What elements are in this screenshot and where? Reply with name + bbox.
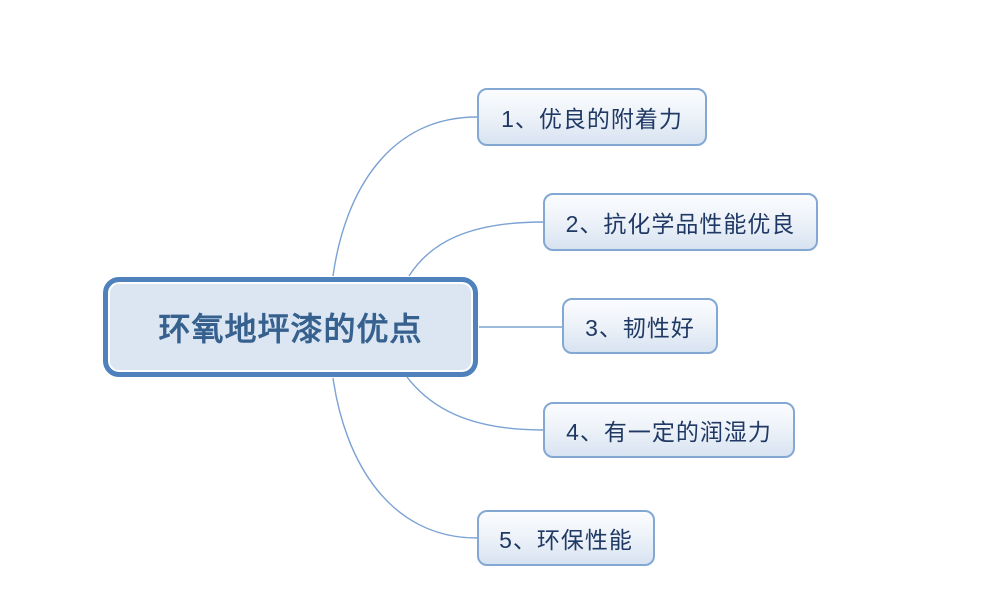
branch-node-4-label: 4、有一定的润湿力 (566, 419, 772, 445)
branch-node-5[interactable]: 5、环保性能 (477, 510, 655, 566)
branch-node-2[interactable]: 2、抗化学品性能优良 (543, 193, 818, 251)
root-node-label: 环氧地坪漆的优点 (158, 311, 423, 347)
branch-node-1[interactable]: 1、优良的附着力 (477, 88, 707, 146)
connector-branch-2 (408, 221, 544, 277)
connector-branch-1 (332, 116, 478, 277)
branch-node-5-label: 5、环保性能 (499, 527, 633, 553)
branch-node-3[interactable]: 3、韧性好 (562, 298, 718, 354)
branch-node-1-label: 1、优良的附着力 (501, 106, 683, 132)
connector-branch-4 (406, 376, 544, 431)
branch-node-4[interactable]: 4、有一定的润湿力 (543, 402, 795, 458)
connector-branch-5 (332, 377, 478, 539)
branch-node-2-label: 2、抗化学品性能优良 (565, 211, 796, 237)
root-node[interactable]: 环氧地坪漆的优点 (103, 277, 478, 377)
branch-node-3-label: 3、韧性好 (585, 315, 695, 341)
